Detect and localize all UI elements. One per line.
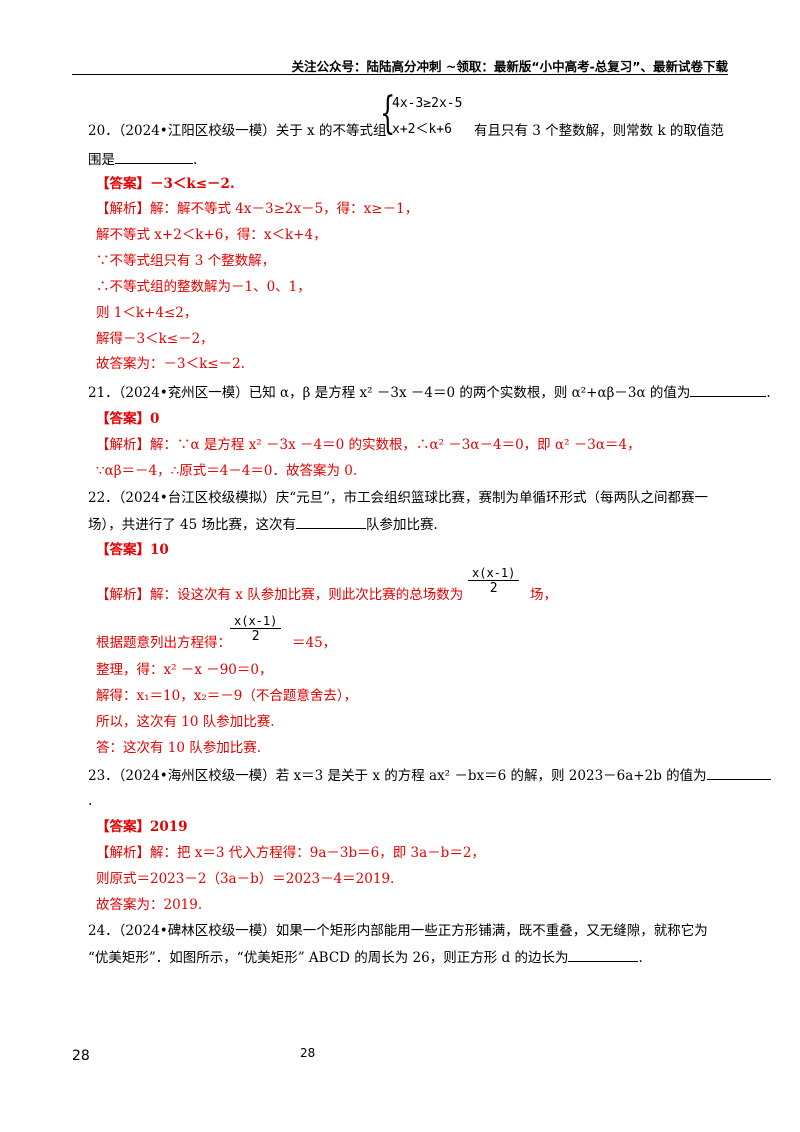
page-number-left: 28 [72,1048,90,1064]
fraction-denominator: 2 [489,581,498,596]
q20-line2: 围是. [88,149,197,170]
inequality-1: 4x-3≥2x-5 [392,96,463,111]
fraction-numerator: x(x-1) [230,614,282,629]
inequality-2: x+2＜k+6 [392,122,452,137]
left-brace: { [380,88,396,139]
q20-lead: 20．（2024•江阳区校级一模）关于 x 的不等式组 [88,121,386,141]
q21-answer: 【答案】0 [96,411,160,427]
q20-sol-1: 【解析】解：解不等式 4x－3≥2x－5，得：x≥－1， [96,201,419,217]
q20-sol-6: 解得－3＜k≤－2， [96,331,214,347]
q20-lead-text: 20．（2024•江阳区校级一模）关于 x 的不等式组 [88,123,387,139]
q22-line1: 22．（2024•台江区校级模拟）庆“元旦”，市工会组织篮球比赛，赛制为单循环形… [88,490,709,506]
q22-sol-1-tail: 场， [530,587,557,603]
fraction-total-games: x(x-1) 2 [468,566,520,596]
q24-line1: 24．（2024•碑林区校级一模）如果一个矩形内部能用一些正方形铺满，既不重叠，… [88,923,708,939]
fraction-equation: x(x-1) 2 [230,614,282,644]
header-text: 关注公众号：陆陆高分冲刺 ~领取：最新版“小中高考-总复习”、最新试卷下载 [291,59,728,74]
q22-sol-2-tail: ＝45， [292,635,337,651]
q22-line2b: 队参加比赛. [366,517,438,533]
fraction-numerator: x(x-1) [468,566,520,581]
answer-blank [690,382,767,397]
q21-sol-1: 【解析】解：∵α 是方程 x² －3x －4＝0 的实数根，∴α² －3α－4＝… [96,437,641,453]
q20-sol-4: ∴不等式组的整数解为－1、0、1， [96,279,311,295]
q24-period: . [638,950,643,966]
q22-sol-3: 整理，得：x² －x －90＝0， [96,662,273,678]
answer-blank [568,947,639,962]
q20-sol-7: 故答案为：－3＜k≤－2. [96,356,245,372]
q20-sol-2: 解不等式 x+2＜k+6，得：x＜k+4， [96,227,327,243]
q22-line2a: 场），共进行了 45 场比赛，这次有 [88,517,297,533]
q23-line2: . [88,793,93,809]
q22-sol-5: 所以，这次有 10 队参加比赛. [96,714,275,730]
q24-line2: “优美矩形”．如图所示，“优美矩形” ABCD 的周长为 26，则正方形 d 的… [88,947,643,968]
page-header: 关注公众号：陆陆高分冲刺 ~领取：最新版“小中高考-总复习”、最新试卷下载 [72,52,728,75]
fraction-denominator: 2 [251,629,260,644]
q22-sol-2: 根据题意列出方程得： [96,635,231,651]
q20-sol-3: ∵不等式组只有 3 个整数解， [96,253,276,269]
q20-tail: 有且只有 3 个整数解，则常数 k 的取值范 [474,123,724,139]
q24-line2-text: “优美矩形”．如图所示，“优美矩形” ABCD 的周长为 26，则正方形 d 的… [88,950,569,966]
answer-blank [115,149,193,164]
q23-sol-3: 故答案为：2019. [96,897,203,913]
q20-answer: 【答案】－3＜k≤－2. [96,176,235,192]
q22-sol-6: 答：这次有 10 队参加比赛. [96,740,262,756]
q23-answer: 【答案】2019 [96,819,188,835]
inequality-system: { 4x-3≥2x-5 x+2＜k+6 [380,92,470,142]
q22-line2: 场），共进行了 45 场比赛，这次有 队参加比赛. [88,514,438,535]
q21-text: 21．（2024•兖州区一模）已知 α，β 是方程 x² －3x －4＝0 的两… [88,385,691,401]
q22-sol-1: 【解析】解：设这次有 x 队参加比赛，则此次比赛的总场数为 [96,587,464,603]
q23-text: 23．（2024•海州区校级一模）若 x＝3 是关于 x 的方程 ax² －bx… [88,768,707,784]
page-number-mid: 28 [300,1046,316,1060]
q21-period: . [766,385,771,401]
q23-sol-1: 【解析】解：把 x＝3 代入方程得：9a－3b＝6，即 3a－b＝2， [96,845,485,861]
answer-blank [706,765,771,780]
q20-period: . [193,152,198,168]
q23-sol-2: 则原式＝2023－2（3a－b）＝2023－4＝2019. [96,871,395,887]
q20-line2-text: 围是 [88,152,115,168]
answer-blank [296,514,367,529]
q20-sol-5: 则 1＜k+4≤2， [96,305,198,321]
q21-question: 21．（2024•兖州区一模）已知 α，β 是方程 x² －3x －4＝0 的两… [88,382,771,403]
q22-sol-4: 解得：x₁＝10，x₂＝－9（不合题意舍去）， [96,688,358,704]
q23-line1: 23．（2024•海州区校级一模）若 x＝3 是关于 x 的方程 ax² －bx… [88,765,771,786]
q21-sol-2: ∵αβ＝－4，∴原式＝4－4＝0．故答案为 0. [96,463,358,479]
q22-answer: 【答案】10 [96,542,169,558]
